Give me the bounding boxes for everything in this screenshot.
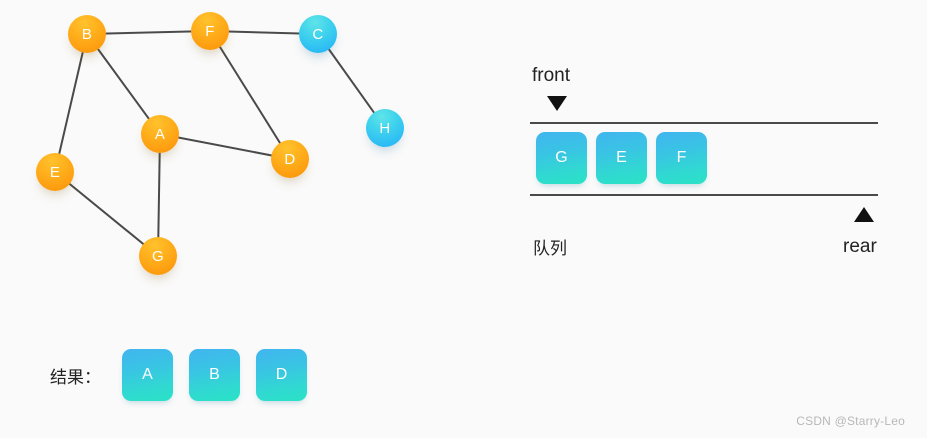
queue-bottom-rail (530, 194, 878, 196)
queue-item-2[interactable]: E (596, 132, 647, 184)
queue-rear-label: rear (843, 236, 877, 257)
graph-node-A[interactable]: A (141, 115, 179, 153)
graph-node-B[interactable]: B (68, 15, 106, 53)
graph-edge-A-G (157, 133, 161, 257)
queue-item-3[interactable]: F (656, 132, 707, 184)
front-pointer-triangle-down-icon (547, 96, 567, 111)
result-label: 结果： (50, 367, 101, 387)
watermark: CSDN @Starry-Leo (796, 414, 905, 428)
graph-node-label: C (312, 25, 324, 43)
result-item-label: D (275, 366, 288, 383)
result-row: 结果： A B D (50, 349, 307, 401)
graph-edge-B-A (86, 33, 161, 135)
queue-visualization: front G E F 队列 rear (530, 60, 880, 260)
graph-edge-B-F (86, 30, 211, 35)
result-item-label: B (209, 366, 220, 383)
queue-item-label: E (616, 149, 627, 166)
graph-edge-B-E (54, 33, 88, 173)
graph-node-G[interactable]: G (139, 237, 177, 275)
graph-node-D[interactable]: D (271, 140, 309, 178)
graph-node-label: A (154, 125, 166, 143)
graph-node-label: G (152, 247, 164, 265)
result-item-2[interactable]: B (189, 349, 240, 401)
queue-name-label: 队列 (533, 239, 567, 258)
queue-top-rail (530, 122, 878, 124)
queue-item-1[interactable]: G (536, 132, 587, 184)
graph-edges (54, 30, 386, 257)
graph-edge-F-D (209, 30, 291, 160)
result-item-3[interactable]: D (256, 349, 307, 401)
graph-node-H[interactable]: H (366, 109, 404, 147)
graph-edge-A-D (159, 133, 291, 160)
graph-node-label: B (81, 25, 93, 43)
graph-node-label: F (205, 22, 215, 40)
result-item-label: A (142, 366, 153, 383)
graph-node-label: E (49, 163, 61, 181)
graph-node-label: H (379, 119, 391, 137)
graph-edge-E-G (54, 171, 159, 257)
queue-item-label: F (676, 149, 687, 166)
queue-item-label: G (555, 149, 568, 166)
graph-node-E[interactable]: E (36, 153, 74, 191)
graph-node-F[interactable]: F (191, 12, 229, 50)
graph-node-C[interactable]: C (299, 15, 337, 53)
rear-pointer-triangle-up-icon (854, 207, 874, 222)
queue-front-label: front (532, 65, 571, 86)
graph-node-label: D (284, 150, 296, 168)
result-item-1[interactable]: A (122, 349, 173, 401)
